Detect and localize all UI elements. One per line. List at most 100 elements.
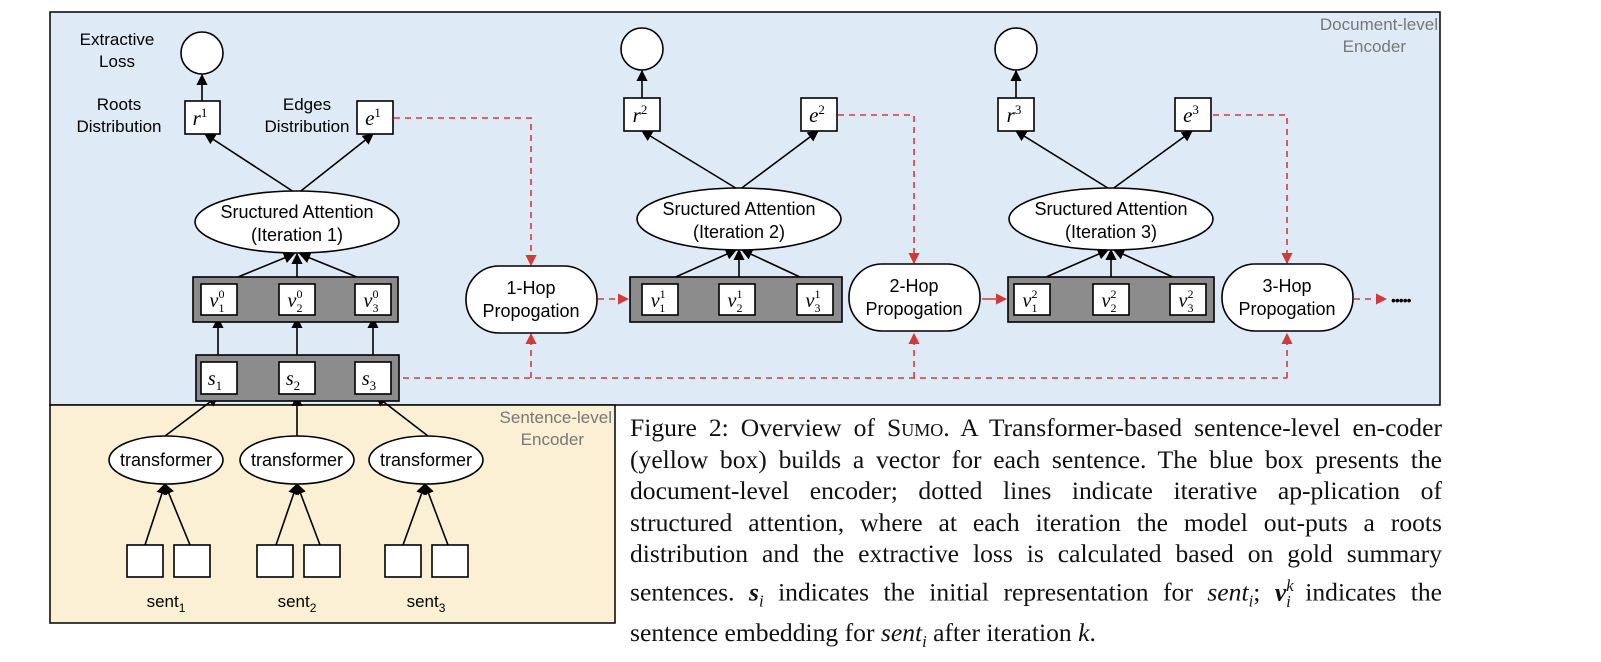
attention-2-line1: Sructured Attention	[662, 199, 815, 219]
extractive-loss-label-line1: Extractive	[80, 30, 155, 49]
caption-math: sent	[1207, 577, 1249, 607]
vector-box	[200, 283, 238, 316]
edge-label-1: e1	[365, 105, 381, 130]
loss-circle-1	[180, 31, 224, 75]
caption-math: i	[1286, 591, 1291, 611]
doc-encoder-label-line2: Encoder	[1343, 37, 1407, 56]
token-box	[256, 544, 294, 578]
attention-1-line1: Sructured Attention	[220, 202, 373, 222]
caption-math: k	[1286, 575, 1294, 595]
sentence-state-label: s1	[208, 368, 222, 393]
roots-distribution-label-line1: Roots	[97, 95, 141, 114]
transformer-2	[239, 435, 355, 485]
edges-distribution-label-line2: Distribution	[264, 117, 349, 136]
caption-math: i	[922, 632, 927, 652]
edge-box-2	[800, 97, 838, 132]
attention-3-line2: (Iteration 3)	[1065, 222, 1157, 242]
transformer-1	[108, 435, 224, 485]
token-box	[173, 544, 211, 578]
caption-math: v	[1274, 577, 1287, 607]
vector-box	[1092, 283, 1130, 316]
caption-text: Overview of	[728, 413, 887, 442]
transformer-3	[368, 435, 484, 485]
edge-label-3: e3	[1183, 102, 1199, 127]
caption-math: i	[1248, 591, 1254, 611]
transformer-3-label: transformer	[380, 450, 472, 470]
sent-encoder-label-line2: Encoder	[521, 430, 585, 449]
figure-caption: Figure 2: Overview of Sumo. A Transforme…	[630, 412, 1442, 658]
caption-math: k	[1078, 618, 1090, 648]
caption-text: indicates the initial representation for	[763, 577, 1208, 607]
hop-3-line1: 3-Hop	[1262, 276, 1311, 296]
extractive-loss-label-line2: Loss	[99, 52, 135, 71]
vector-box	[1013, 283, 1051, 316]
vector-box	[641, 283, 679, 316]
loss-circle-3	[994, 27, 1038, 71]
caption-math: sent	[880, 618, 923, 648]
attention-2-line2: (Iteration 2)	[693, 222, 785, 242]
token-box	[431, 544, 469, 578]
vector-box	[1169, 283, 1207, 316]
vector-box	[278, 283, 316, 316]
dashed-arrow-e3-to-hop3	[1213, 114, 1293, 265]
hop-3-line2: Propogation	[1238, 299, 1335, 319]
sentence-state-box	[200, 361, 238, 395]
dashed-arrow-e1-to-hop1	[394, 117, 537, 267]
root-box-3	[997, 97, 1035, 132]
edges-distribution-label-line1: Edges	[283, 95, 331, 114]
hop-propagation-1	[465, 265, 598, 334]
root-box-1	[184, 100, 221, 135]
loss-circle-2	[620, 27, 664, 71]
hop-2-line1: 2-Hop	[889, 276, 938, 296]
sentence-label-3: sent3	[407, 592, 446, 615]
hop-1-line1: 1-Hop	[506, 278, 555, 298]
doc-encoder-label-line1: Document-level	[1320, 15, 1438, 34]
token-box	[126, 544, 164, 578]
structured-attention-1	[194, 190, 400, 254]
hop-propagation-3	[1221, 263, 1354, 332]
sentence-state-box	[354, 361, 392, 395]
roots-distribution-label-line2: Distribution	[76, 117, 161, 136]
root-label-2: r2	[633, 102, 648, 127]
vector-box	[718, 283, 756, 316]
caption-text: .	[1089, 618, 1096, 648]
transformer-2-label: transformer	[251, 450, 343, 470]
sentence-state-label: s3	[362, 368, 376, 393]
token-box	[384, 544, 422, 578]
structured-attention-3	[1008, 187, 1214, 251]
root-label-1: r1	[193, 105, 208, 130]
caption-text: after iteration	[926, 618, 1079, 648]
root-label-3: r3	[1007, 102, 1022, 127]
hop-2-line2: Propogation	[865, 299, 962, 319]
hop-1-line2: Propogation	[482, 301, 579, 321]
sentence-state-label: s2	[286, 368, 300, 393]
attention-3-line1: Sructured Attention	[1034, 199, 1187, 219]
token-box	[303, 544, 341, 578]
caption-model-name: Sumo	[886, 413, 944, 442]
sentence-state-box	[278, 361, 316, 395]
dashed-propagation-arrows	[392, 114, 1388, 379]
dashed-arrow-e2-to-hop2	[838, 114, 920, 265]
caption-math: i	[758, 591, 764, 611]
sentence-label-2: sent2	[278, 592, 317, 615]
attention-1-line2: (Iteration 1)	[251, 225, 343, 245]
structured-attention-2	[636, 187, 842, 251]
root-box-2	[623, 97, 661, 132]
continuation-ellipsis: •••••	[1391, 292, 1412, 308]
caption-text: ;	[1253, 577, 1275, 607]
vector-box	[796, 283, 834, 316]
caption-math: s	[748, 577, 759, 607]
vector-box	[354, 283, 392, 316]
edge-box-1	[356, 100, 394, 135]
caption-figure-number: Figure 2:	[630, 413, 729, 442]
